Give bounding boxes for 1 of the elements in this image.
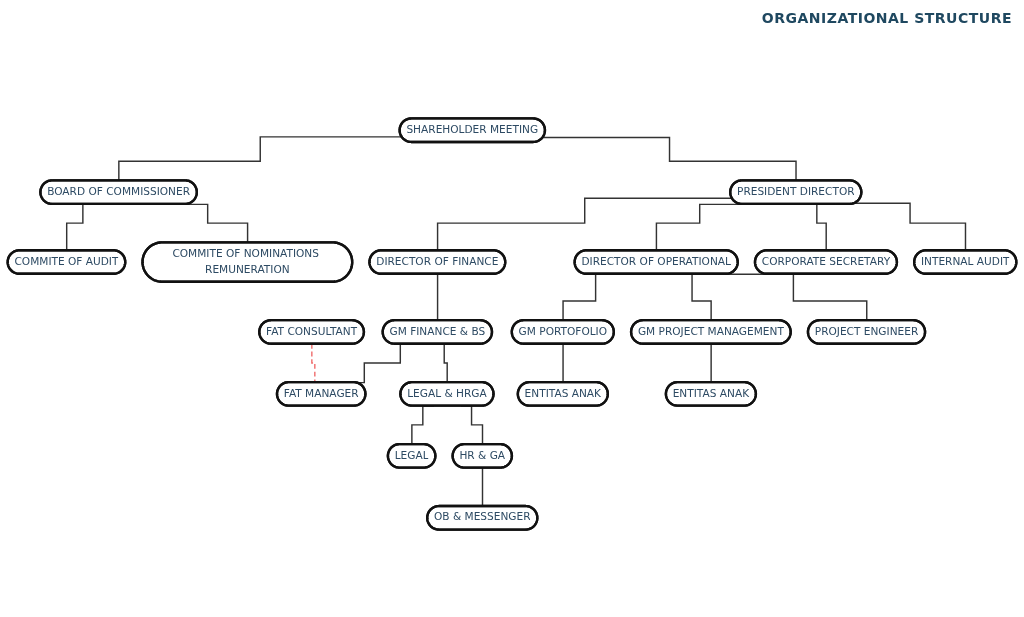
diagram-title: ORGANIZATIONAL STRUCTURE [761, 10, 1012, 26]
